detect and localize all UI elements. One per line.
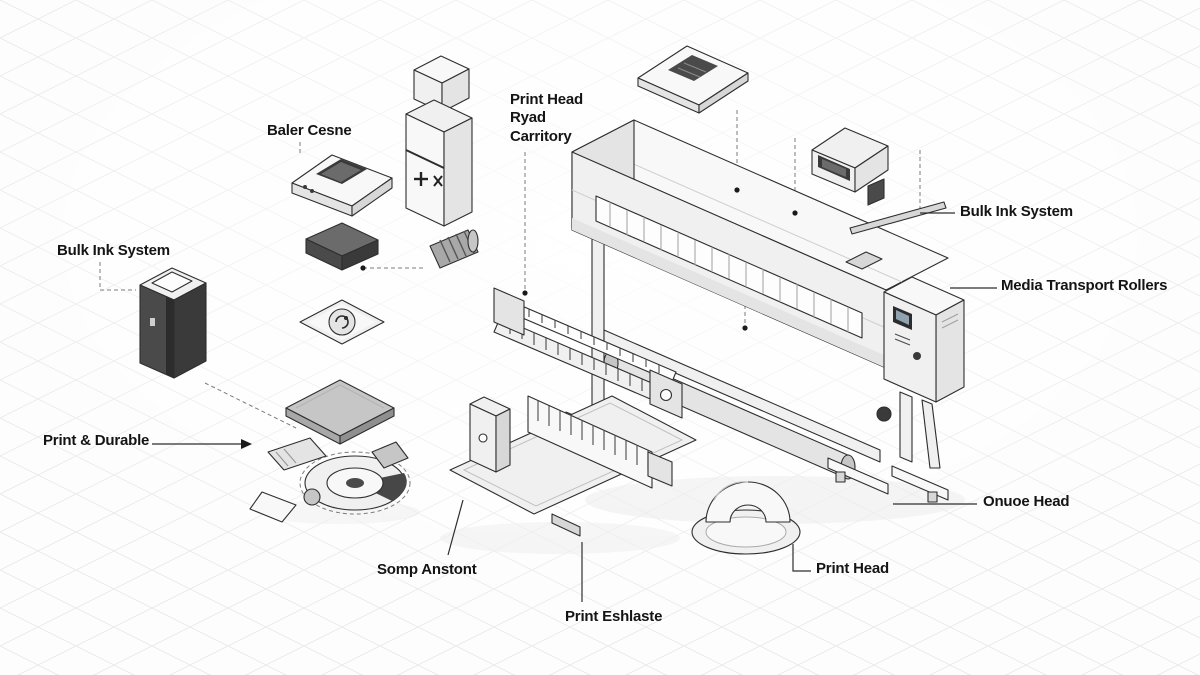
printer-right-cap	[876, 276, 965, 422]
cutter-wedge	[249, 491, 297, 523]
encoder-rail	[493, 287, 683, 419]
printer-left-leg	[591, 231, 605, 421]
label-media-transport-rollers: Media Transport Rollers	[1001, 277, 1168, 294]
printer-right-legs	[827, 391, 949, 503]
cutter-gear	[303, 488, 321, 506]
maintenance-box	[305, 222, 379, 271]
tray-clamp	[647, 451, 673, 487]
label-print-durable: Print & Durable	[43, 432, 150, 449]
label-print-head-carriage: Print Head Ryad Carritory	[510, 91, 583, 146]
caster	[835, 471, 846, 483]
small-roller	[429, 229, 479, 269]
label-bulk-ink-left: Bulk Ink System	[57, 242, 170, 259]
rail-bracket-left	[493, 287, 525, 336]
control-panel-part	[291, 154, 393, 217]
cutter-handle	[267, 437, 327, 471]
printer-top-vent	[845, 251, 883, 270]
media-guide-horseshoe	[691, 481, 801, 555]
label-baler-cesne: Baler Cesne	[267, 122, 352, 139]
leader-lines	[152, 212, 997, 602]
printer-front-lower-band	[572, 218, 886, 368]
cartridge-nozzle	[867, 178, 885, 206]
label-bulk-ink-right: Bulk Ink System	[960, 203, 1073, 220]
control-screen-inner	[896, 310, 909, 325]
label-somp-anstont: Somp Anstont	[377, 561, 477, 578]
printer-body	[565, 119, 965, 503]
bulk-ink-tank	[139, 267, 207, 379]
transport-rod	[849, 201, 947, 235]
label-print-head: Print Head	[816, 560, 890, 577]
label-line: Print Head	[510, 91, 584, 108]
caster	[927, 491, 938, 503]
connector-dots	[360, 187, 798, 331]
printer-platen	[595, 195, 863, 339]
base-pad	[285, 379, 395, 445]
tray-comb-wall	[527, 395, 653, 489]
arrowhead	[241, 439, 252, 449]
cutter-assembly	[249, 437, 411, 523]
tank-screen	[151, 271, 193, 293]
label-line: Carritory	[510, 127, 572, 145]
tray-foot	[551, 513, 581, 537]
label-print-eshlaste: Print Eshlaste	[565, 608, 663, 625]
printer-crossbar	[603, 329, 881, 463]
roll-knob	[876, 406, 892, 422]
cover-screen	[668, 55, 718, 81]
media-tray	[449, 395, 697, 537]
label-line: Ryad	[510, 109, 546, 127]
cutter-clamp	[371, 441, 409, 469]
dial-unit	[299, 299, 385, 345]
ink-cartridge-module	[811, 127, 889, 206]
label-onuoe-head: Onuoe Head	[983, 493, 1070, 510]
top-cover	[637, 45, 749, 114]
tank-logo	[150, 318, 155, 326]
control-knob	[913, 352, 921, 360]
tall-ink-cartridge	[405, 55, 473, 227]
